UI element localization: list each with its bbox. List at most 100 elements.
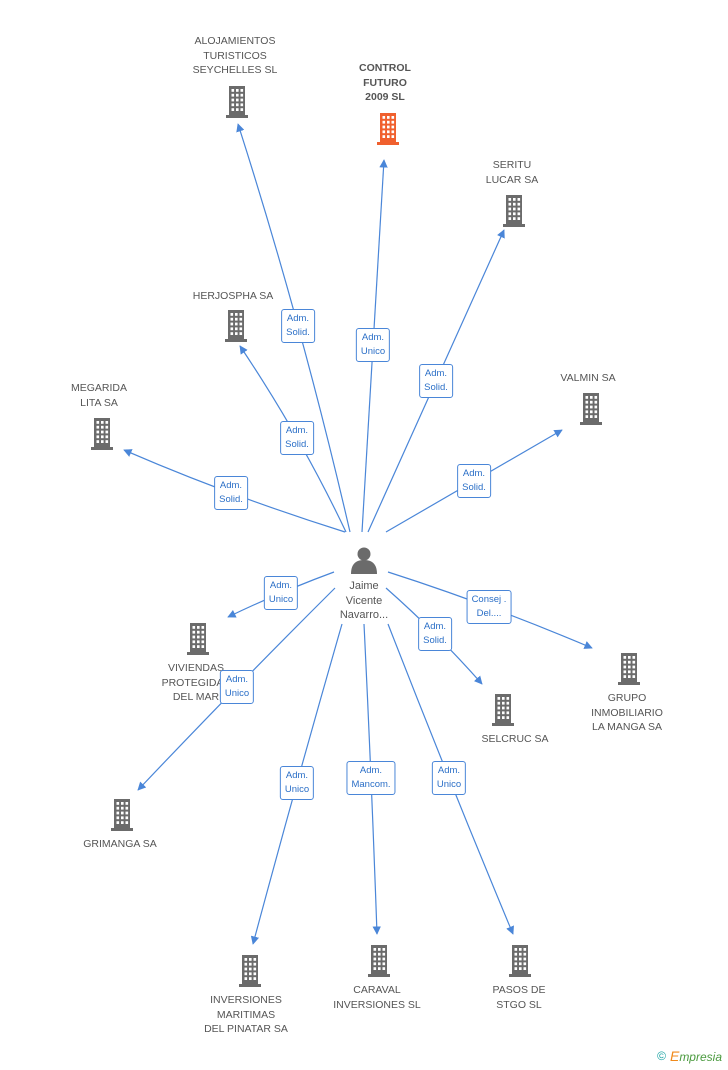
company-name-selcruc[interactable]: SELCRUC SA	[481, 732, 548, 747]
building-icon[interactable]	[111, 799, 133, 831]
edge-label-line: Adm.	[286, 313, 310, 324]
company-name-line: INVERSIONES SL	[333, 998, 421, 1011]
edge-label-line: Solid.	[285, 439, 309, 450]
edge-label-line: Adm.	[423, 621, 447, 632]
company-name-line: LITA SA	[80, 396, 118, 409]
edge-label-line: Adm.	[285, 770, 309, 781]
building-icon[interactable]	[492, 694, 514, 726]
company-name-herjospha[interactable]: HERJOSPHA SA	[193, 289, 274, 304]
edge-label-line: Adm.	[225, 674, 249, 685]
edge-label-grimanga[interactable]: Adm.Unico	[219, 670, 255, 704]
company-name-grupo[interactable]: GRUPO INMOBILIARIO LA MANGA SA	[591, 691, 663, 735]
company-name-line: PROTEGIDAS	[161, 676, 231, 689]
company-name-line: LUCAR SA	[485, 173, 539, 186]
edge-label-caraval[interactable]: Adm.Mancom.	[346, 761, 396, 795]
company-name-line: GRUPO	[607, 692, 647, 704]
company-name-pasos[interactable]: PASOS DE STGO SL	[493, 983, 546, 1012]
edge-label-line: Solid.	[423, 635, 447, 646]
edge-label-line: Adm.	[462, 468, 486, 479]
edge-label-seritu[interactable]: Adm. Solid.	[419, 364, 453, 398]
empresia-logo: Empresia	[669, 1048, 722, 1064]
footer-brand: © Empresia	[657, 1048, 722, 1064]
edge-label-line: Solid.	[219, 494, 243, 505]
building-icon[interactable]	[239, 955, 261, 987]
edge-label-line: Unico	[268, 594, 294, 605]
edge-label-herjospha[interactable]: Adm. Solid.	[280, 421, 314, 455]
building-icon[interactable]	[226, 86, 248, 118]
person-icon	[351, 547, 377, 574]
edge-label-control[interactable]: Adm. Unico	[355, 328, 391, 362]
edge-label-alojamientos[interactable]: Adm. Solid.	[281, 309, 315, 343]
company-name-valmin[interactable]: VALMIN SA	[560, 371, 615, 386]
building-icon[interactable]	[187, 623, 209, 655]
company-name-caraval[interactable]: CARAVAL INVERSIONES SL	[333, 983, 421, 1012]
person-name[interactable]: Jaime Vicente Navarro...	[340, 579, 388, 623]
edge-label-line: Adm.	[219, 480, 243, 491]
edge-label-line: Adm.	[437, 765, 461, 776]
edge-label-line: Adm.	[269, 580, 293, 591]
edge-label-megarida[interactable]: Adm. Solid.	[214, 476, 248, 510]
company-name-line: MARITIMAS	[216, 1008, 276, 1021]
company-name-line: CARAVAL	[353, 984, 401, 996]
company-name-line: VIVIENDAS	[167, 662, 225, 674]
company-name-seritu[interactable]: SERITU LUCAR SA	[486, 158, 539, 187]
edges	[123, 123, 593, 945]
company-name-line: ALOJAMIENTOS	[194, 35, 276, 47]
copyright-icon: ©	[657, 1049, 666, 1063]
edge-label-line: Unico	[360, 346, 386, 357]
edge-label-line: Adm.	[285, 425, 309, 436]
company-name-line: SEYCHELLES SL	[192, 64, 278, 76]
company-name-line: INMOBILIARIO	[591, 706, 663, 719]
company-name-megarida[interactable]: MEGARIDA LITA SA	[71, 381, 127, 410]
edge-label-line: Adm.	[361, 332, 385, 343]
edge-label-line: Unico	[284, 784, 310, 795]
company-name-line: INVERSIONES	[210, 994, 282, 1006]
company-name-line: SELCRUC SA	[481, 733, 549, 745]
edge-label-line: Adm.	[359, 765, 383, 776]
company-name-line: LA MANGA SA	[591, 721, 663, 733]
company-name-control[interactable]: CONTROL FUTURO 2009 SL	[359, 61, 411, 105]
edge-label-pasos[interactable]: Adm. Unico	[431, 761, 467, 795]
company-name-inversiones[interactable]: INVERSIONES MARITIMAS DEL PINATAR SA	[204, 993, 288, 1037]
company-name-viviendas[interactable]: VIVIENDAS PROTEGIDAS DEL MAR	[162, 661, 231, 705]
company-name-line: 2009 SL	[365, 91, 405, 103]
edge-label-line: Consej .	[471, 594, 507, 605]
company-name-line: TURISTICOS	[203, 49, 267, 62]
building-icon[interactable]	[509, 945, 531, 977]
company-name-line: FUTURO	[363, 76, 407, 89]
company-name-line: STGO SL	[496, 998, 542, 1011]
company-name-line: VALMIN SA	[560, 372, 616, 384]
company-name-line: PASOS DE	[492, 984, 546, 996]
building-icon[interactable]	[91, 418, 113, 450]
person-name-line: Navarro...	[339, 609, 389, 621]
building-icon[interactable]	[580, 393, 602, 425]
person-name-line: Vicente	[345, 594, 383, 607]
edge-label-line: Adm.	[424, 368, 448, 379]
company-name-line: MEGARIDA	[70, 382, 128, 394]
building-icon[interactable]	[368, 945, 390, 977]
company-name-alojamientos[interactable]: ALOJAMIENTOS TURISTICOS SEYCHELLES SL	[193, 34, 278, 78]
person-node[interactable]	[351, 547, 377, 575]
edge-label-line: Del....	[476, 608, 502, 619]
company-name-line: DEL MAR	[172, 691, 220, 703]
edge-label-viviendas[interactable]: Adm. Unico	[263, 576, 299, 610]
edge-label-line: Solid.	[424, 382, 448, 393]
building-icon[interactable]	[618, 653, 640, 685]
company-name-line: SERITU	[492, 159, 532, 171]
company-name-grimanga[interactable]: GRIMANGA SA	[83, 837, 157, 852]
company-name-line: DEL PINATAR SA	[204, 1023, 288, 1035]
company-name-line: GRIMANGA SA	[83, 838, 157, 850]
building-icon[interactable]	[503, 195, 525, 227]
company-name-line: CONTROL	[359, 62, 411, 74]
edge-label-line: Unico	[436, 779, 462, 790]
edge-label-valmin[interactable]: Adm. Solid.	[457, 464, 491, 498]
building-icon[interactable]	[377, 113, 399, 145]
edge-label-line: Solid.	[462, 482, 486, 493]
edge-label-line: Solid.	[286, 327, 310, 338]
building-icon[interactable]	[225, 310, 247, 342]
edge-label-selcruc[interactable]: Adm. Solid.	[418, 617, 452, 651]
edge-label-grupo[interactable]: Consej . Del....	[466, 590, 512, 624]
edge-label-inversiones[interactable]: Adm. Unico	[279, 766, 315, 800]
person-name-line: Jaime	[349, 580, 379, 592]
